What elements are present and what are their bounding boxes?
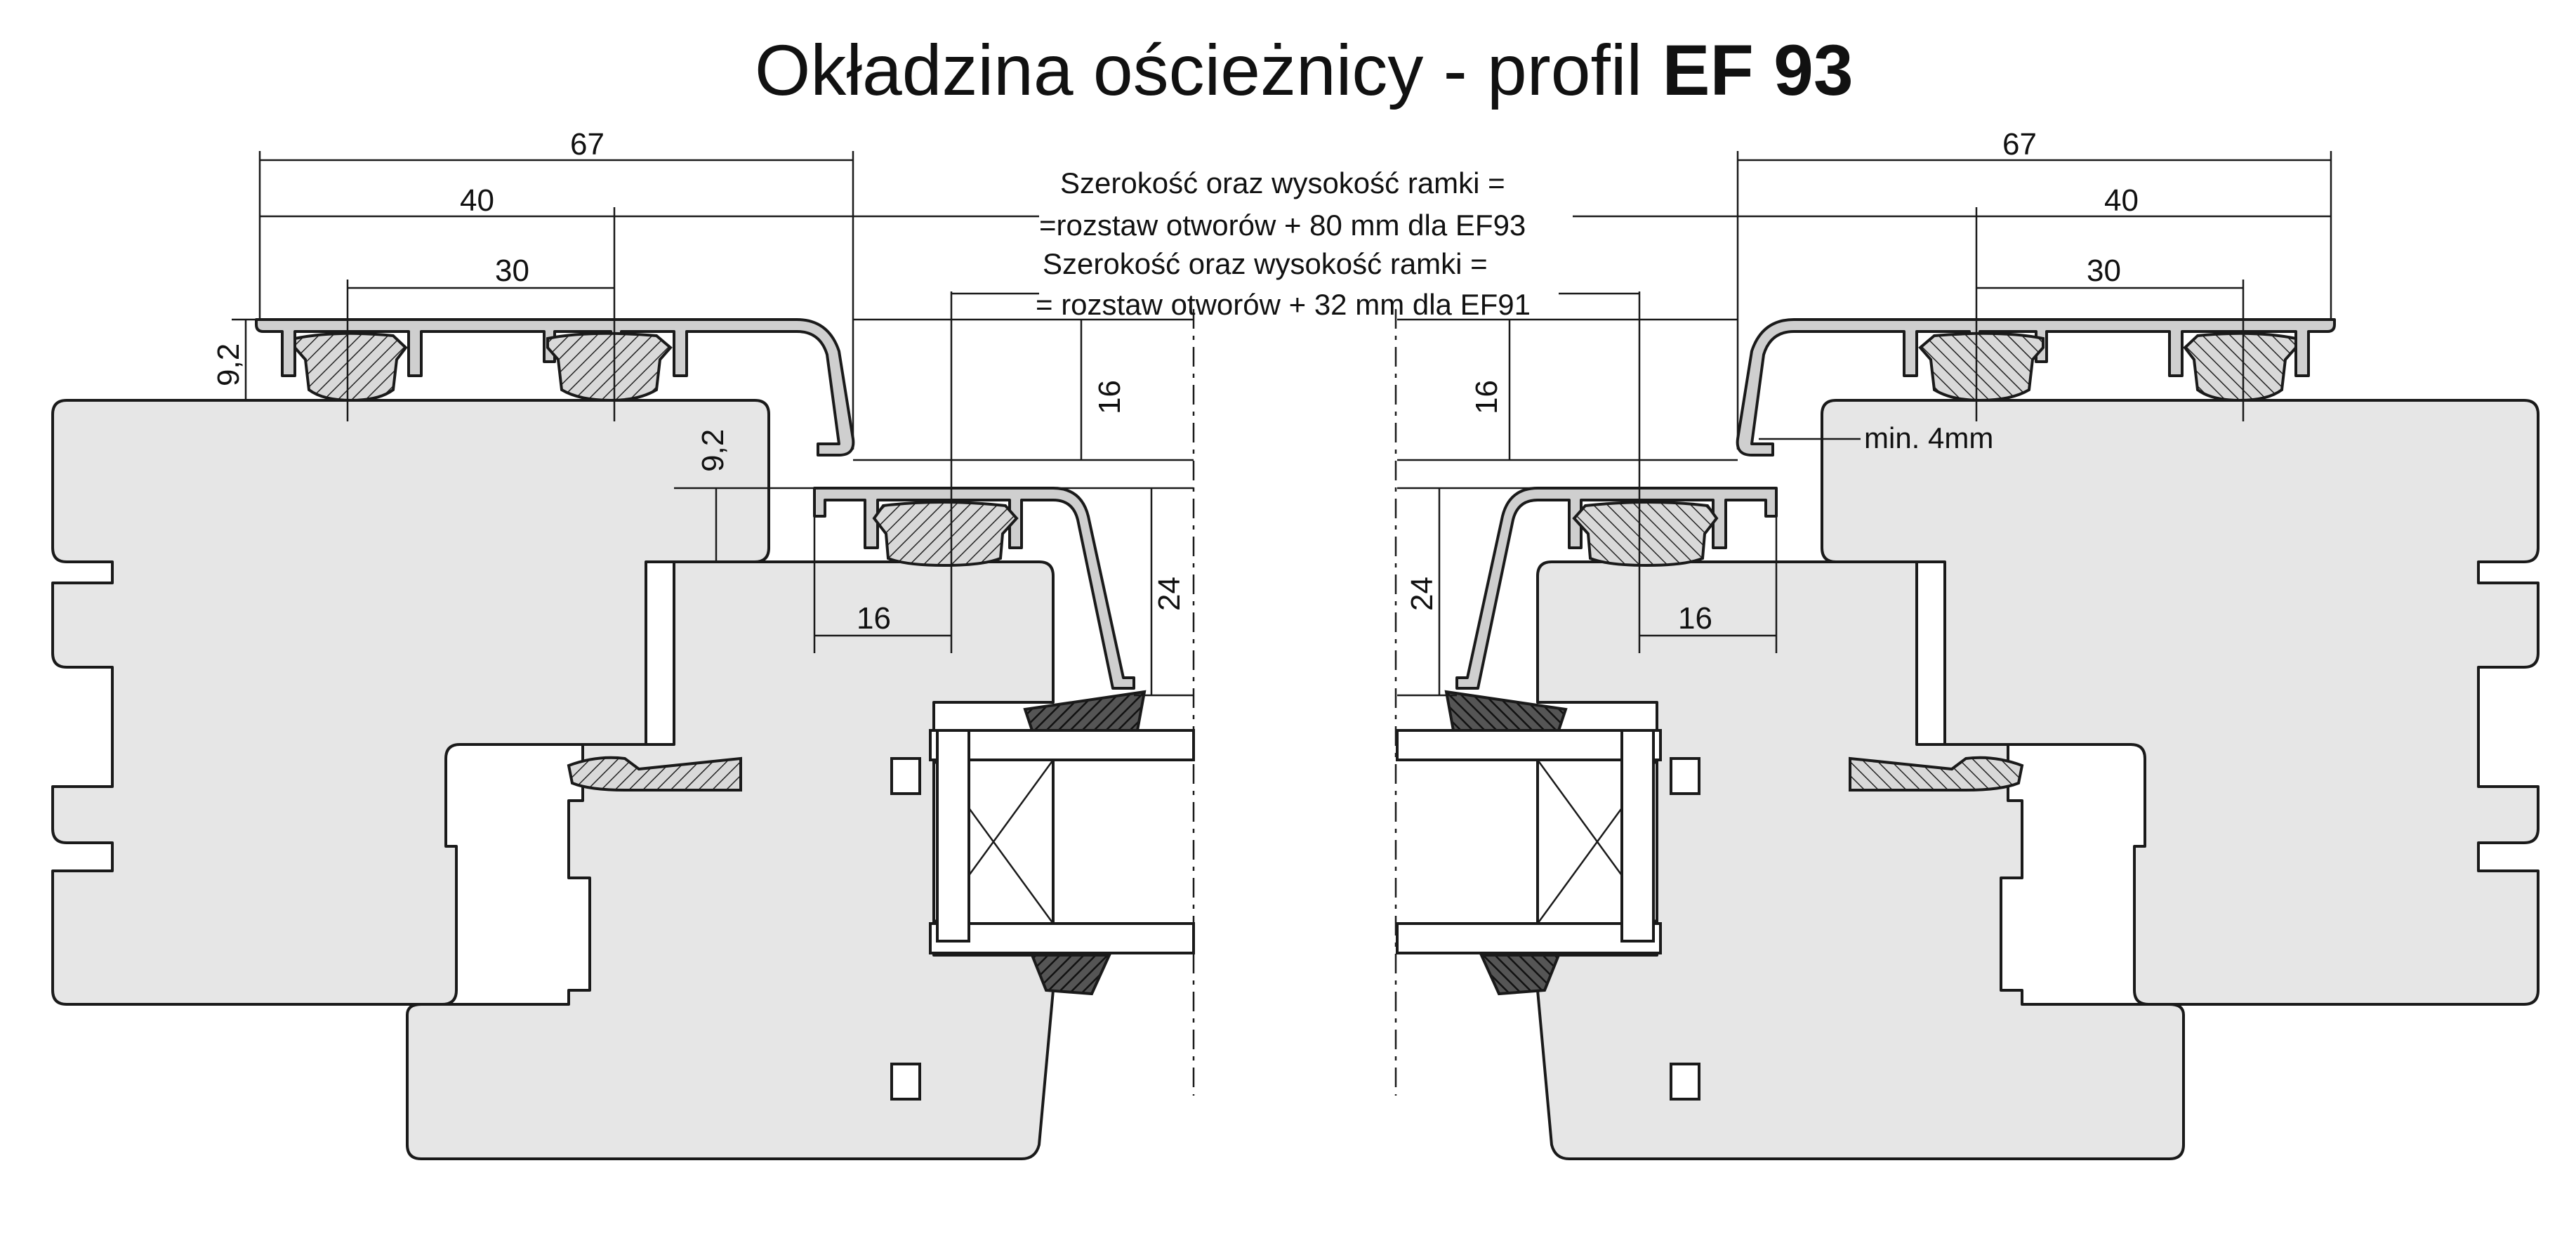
ef93-note-line2: =rozstaw otworów + 80 mm dla EF93: [1039, 209, 1526, 242]
right-glazing-seal-top: [1444, 690, 1568, 732]
left-glass-stop-bottom: [890, 1063, 921, 1101]
left-assembly: 67 40 30 9,2 9,2 16 16 24: [51, 127, 1195, 1160]
ef93-note-line1: Szerokość oraz wysokość ramki =: [1060, 166, 1505, 199]
right-glass-bead-top: [1396, 729, 1662, 761]
left-ef93-seal-1: [293, 331, 408, 402]
right-ef91-seal: [1572, 501, 1719, 567]
diagram-title: Okładzina ościeżnicy - profil EF 93: [755, 30, 1854, 110]
left-dim-92a-label: 9,2: [211, 343, 246, 386]
right-spacer: [1620, 729, 1655, 943]
left-spacer: [936, 729, 970, 943]
left-dim-30-label: 30: [495, 254, 529, 288]
right-dim-16h-label: 16: [1678, 601, 1712, 636]
left-glass-bead-bottom: [929, 922, 1195, 954]
title-bold: EF 93: [1662, 30, 1853, 110]
right-ef93-seal-2: [1918, 331, 2045, 402]
left-dim-24-label: 24: [1152, 577, 1187, 611]
right-glass-stop-bottom: [1670, 1063, 1700, 1101]
left-dim-16v-label: 16: [1092, 380, 1127, 414]
right-glass-stop-top: [1670, 757, 1700, 795]
title-main: Okładzina ościeżnicy - profil: [755, 30, 1662, 110]
right-dim-67-label: 67: [2002, 127, 2037, 162]
left-jamb-block: [406, 560, 1055, 1160]
ef91-note-line1: Szerokość oraz wysokość ramki =: [1043, 247, 1488, 280]
left-ef93-profile: [255, 318, 855, 457]
right-dim-24-label: 24: [1405, 577, 1439, 611]
left-dim-67-label: 67: [570, 127, 605, 162]
right-jamb-block: [1536, 560, 2185, 1160]
left-dim-40-label: 40: [460, 183, 494, 218]
left-bottom-seal: [567, 756, 742, 792]
right-assembly: [1396, 151, 2539, 1160]
right-ef93-seal-1: [2183, 331, 2297, 402]
ef91-note-line2: = rozstaw otworów + 32 mm dla EF91: [1036, 288, 1531, 321]
left-glazing-seal-bottom: [1030, 954, 1112, 996]
left-glazing-seal-top: [1023, 690, 1147, 732]
left-glass-stop-top: [890, 757, 921, 795]
min-gap-label: min. 4mm: [1864, 421, 1993, 454]
right-glazing-seal-bottom: [1479, 954, 1561, 996]
left-dim-16h-label: 16: [857, 601, 891, 636]
right-dim-40-label: 40: [2104, 183, 2139, 218]
left-ef93-seal-2: [546, 331, 673, 402]
right-ef93-profile: [1736, 318, 2336, 457]
right-dim-30-label: 30: [2087, 254, 2121, 288]
right-glass-bead-bottom: [1396, 922, 1662, 954]
right-dim-16v-label: 16: [1469, 380, 1504, 414]
right-bottom-seal: [1849, 756, 2024, 792]
left-dim-92b-label: 9,2: [696, 429, 730, 472]
left-ef91-seal: [872, 501, 1019, 567]
